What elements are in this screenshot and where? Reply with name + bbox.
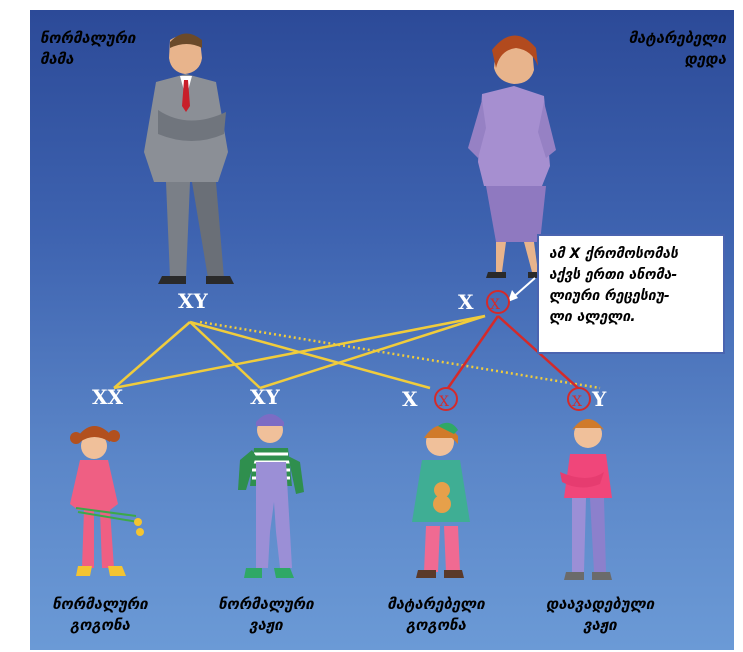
- callout-line4: ლი ალელი.: [549, 309, 636, 325]
- father-figure: [144, 33, 234, 284]
- child-3-figure: [412, 422, 470, 578]
- child-4-label-line2: ვაჟი: [583, 616, 617, 634]
- inheritance-lines: [113, 314, 601, 390]
- child-1-figure: [70, 426, 144, 576]
- father-genotype: XY: [178, 289, 208, 313]
- mother-genotype-normal: X: [458, 290, 474, 314]
- callout-arrow: [508, 277, 536, 302]
- child-2-label-line1: ნორმალური: [218, 595, 314, 613]
- child-3-label: მატარებელი გოგონა: [387, 594, 484, 636]
- child-1-label-line1: ნორმალური: [52, 595, 148, 613]
- father-label-line2: მამა: [40, 50, 74, 68]
- mother-label-line1: მატარებელი: [628, 29, 726, 47]
- callout-box: ამ X ქრომოსომას აქვს ერთი ანომა- ლიური რ…: [537, 234, 725, 354]
- child-1-genotype: XX: [92, 385, 124, 409]
- child-4-genotype-y: Y: [592, 387, 607, 411]
- child-4-label: დაავადებული ვაჟი: [546, 594, 654, 636]
- pedigree-diagram: ნორმალური მამა მატარებელი დედა XY X X ამ…: [30, 10, 734, 650]
- child-3-genotype-normal: X: [402, 387, 418, 411]
- mother-figure: [468, 35, 556, 278]
- child-1-label-line2: გოგონა: [70, 616, 130, 634]
- father-label-line1: ნორმალური: [40, 29, 136, 47]
- mother-label-line2: დედა: [684, 50, 726, 68]
- child-4-genotype-marked: X: [572, 394, 582, 410]
- child-4-figure: [560, 419, 612, 580]
- mother-label: მატარებელი დედა: [629, 28, 726, 70]
- child-3-label-line2: გოგონა: [406, 616, 466, 634]
- child-2-figure: [238, 414, 304, 578]
- mother-genotype-marked: X: [490, 297, 500, 313]
- callout-line2: აქვს ერთი ანომა-: [549, 267, 678, 283]
- father-label: ნორმალური მამა: [40, 28, 135, 70]
- child-3-genotype-marked: X: [439, 394, 449, 410]
- child-4-label-line1: დაავადებული: [545, 595, 655, 613]
- child-3-label-line1: მატარებელი: [387, 595, 485, 613]
- figure-art: [70, 33, 612, 580]
- marked-allele-circles: [434, 290, 591, 411]
- child-2-label-line2: ვაჟი: [249, 616, 283, 634]
- callout-line3: ლიური რეცესიუ-: [549, 288, 670, 304]
- child-2-label: ნორმალური ვაჟი: [218, 594, 313, 636]
- callout-line1: ამ X ქრომოსომას: [549, 246, 678, 262]
- child-2-genotype: XY: [250, 385, 280, 409]
- child-1-label: ნორმალური გოგონა: [52, 594, 147, 636]
